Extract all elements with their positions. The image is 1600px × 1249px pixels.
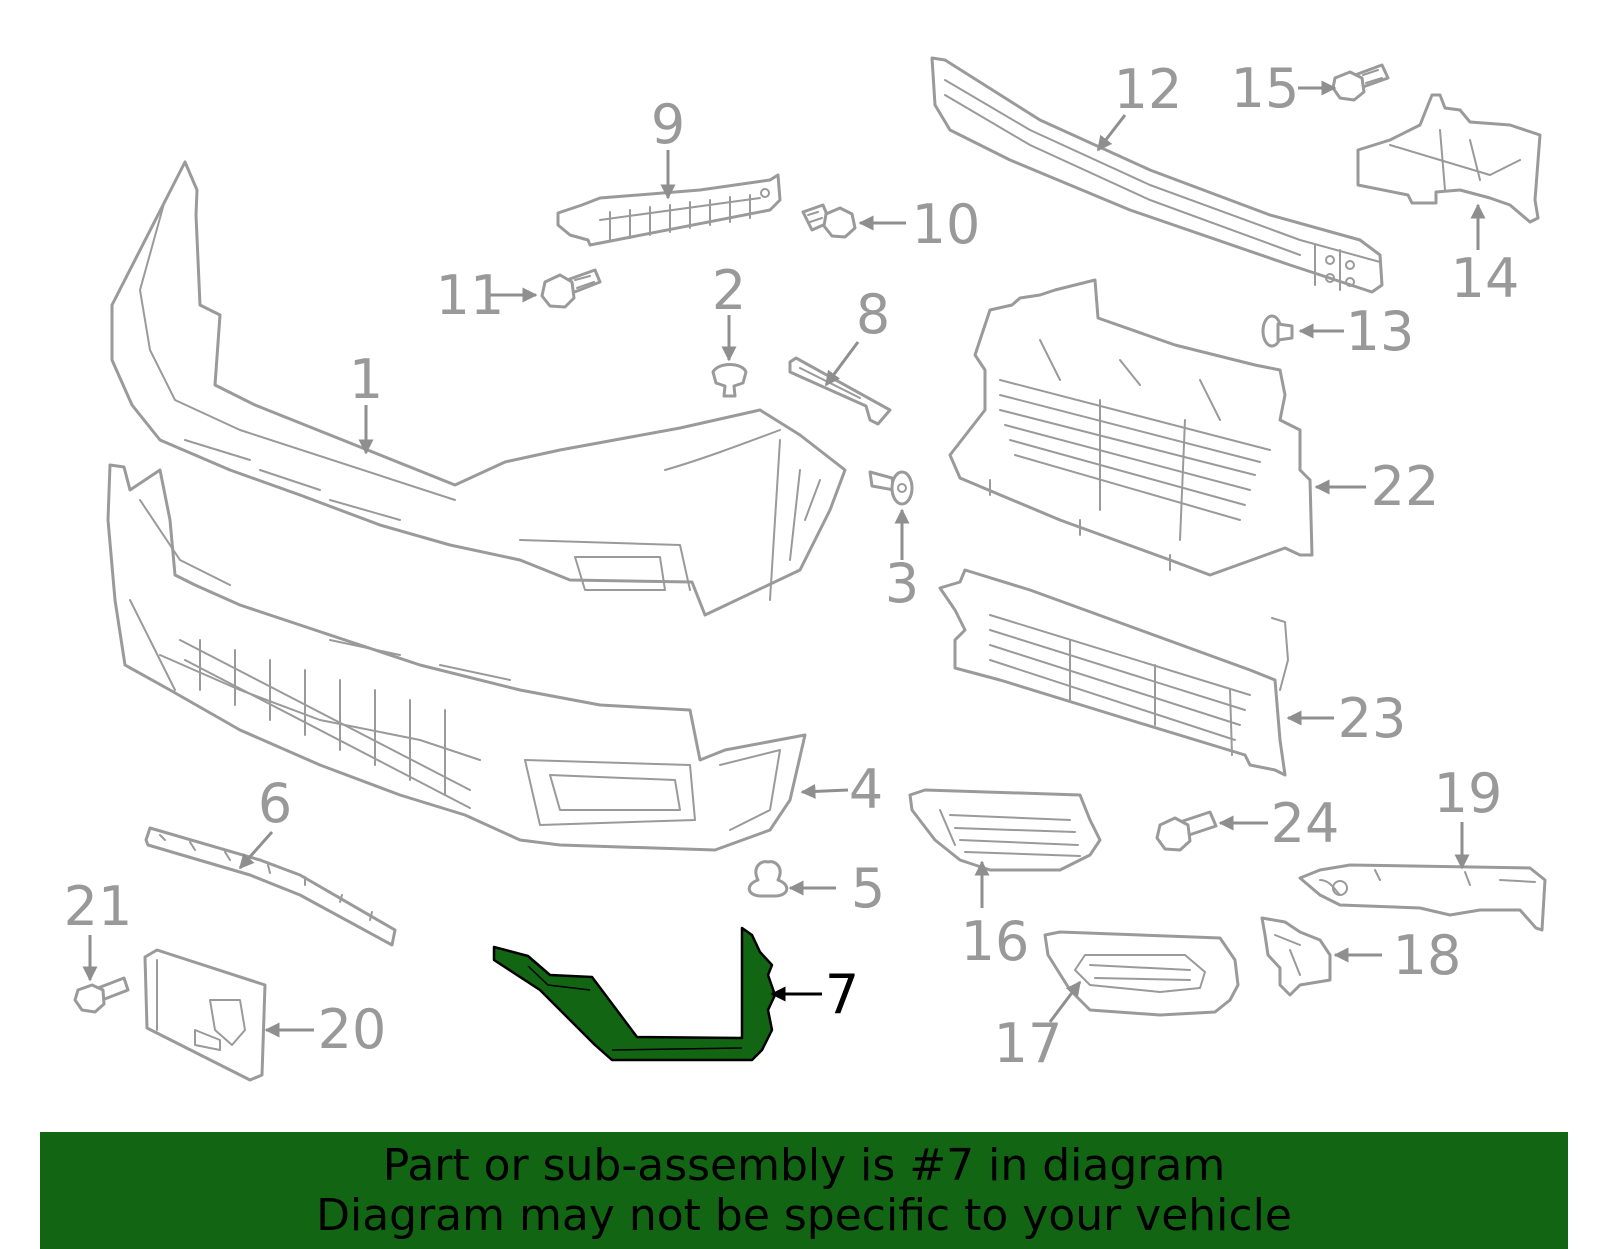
leader-lines (82, 80, 1486, 1038)
part-13-plug[interactable] (1261, 314, 1294, 348)
callout-6: 6 (258, 772, 292, 835)
part-9-bracket[interactable] (556, 173, 782, 247)
leader-6 (238, 831, 274, 870)
callout-18: 18 (1393, 924, 1462, 987)
callout-8: 8 (856, 283, 890, 346)
leader-4 (800, 783, 849, 799)
callout-5: 5 (851, 857, 885, 920)
part-17-grille[interactable] (1043, 930, 1240, 1017)
part-2-clip[interactable] (711, 363, 748, 398)
part-7-bracket[interactable] (492, 926, 777, 1062)
callout-10: 10 (912, 193, 981, 256)
part-20-license-plate-bracket[interactable] (143, 948, 267, 1082)
callout-16: 16 (961, 910, 1030, 973)
callout-19: 19 (1434, 762, 1503, 825)
part-5-clip[interactable] (747, 860, 789, 898)
part-24-bolt[interactable] (1155, 810, 1218, 852)
callout-11: 11 (436, 264, 505, 327)
part-22-air-guide[interactable] (948, 278, 1314, 577)
callout-20: 20 (318, 998, 387, 1061)
callout-23: 23 (1338, 687, 1407, 750)
banner-line-2: Diagram may not be specific to your vehi… (316, 1189, 1292, 1241)
leader-8 (824, 341, 860, 387)
info-banner: Part or sub-assembly is #7 in diagram Di… (40, 1132, 1568, 1249)
callout-14: 14 (1451, 247, 1520, 310)
part-3-screw[interactable] (868, 470, 914, 506)
callout-17: 17 (994, 1012, 1063, 1075)
callout-9: 9 (651, 93, 685, 156)
part-18-bracket[interactable] (1260, 916, 1332, 997)
callout-21: 21 (64, 875, 133, 938)
callout-2: 2 (712, 259, 746, 322)
part-14-bracket[interactable] (1356, 93, 1542, 224)
part-12-reinforcement-beam[interactable] (930, 56, 1384, 294)
part-21-bolt[interactable] (73, 976, 130, 1014)
callout-4: 4 (849, 758, 883, 821)
part-4-bumper-cover-lower[interactable] (106, 463, 807, 852)
callout-7: 7 (825, 963, 859, 1026)
part-11-bolt[interactable] (540, 268, 602, 309)
part-15-bolt[interactable] (1331, 63, 1390, 102)
callout-24: 24 (1271, 792, 1340, 855)
part-23-shutter[interactable] (938, 568, 1289, 777)
leader-12 (1096, 114, 1127, 152)
callout-3: 3 (885, 552, 919, 615)
callout-15: 15 (1231, 57, 1300, 120)
callout-22: 22 (1371, 455, 1440, 518)
callouts: 1 2 3 4 5 6 7 8 9 10 11 12 13 14 15 16 1… (64, 57, 1520, 1075)
part-6-strip[interactable] (144, 826, 397, 947)
part-16-grille[interactable] (908, 788, 1102, 872)
banner-line-1: Part or sub-assembly is #7 in diagram (382, 1139, 1226, 1191)
callout-12: 12 (1114, 58, 1183, 121)
part-10-bolt[interactable] (801, 203, 857, 239)
part-1-bumper-cover-upper[interactable] (110, 160, 847, 617)
callout-1: 1 (349, 348, 383, 411)
part-19-garnish[interactable] (1298, 863, 1547, 932)
callout-13: 13 (1346, 300, 1415, 363)
leader-17 (1048, 980, 1082, 1023)
